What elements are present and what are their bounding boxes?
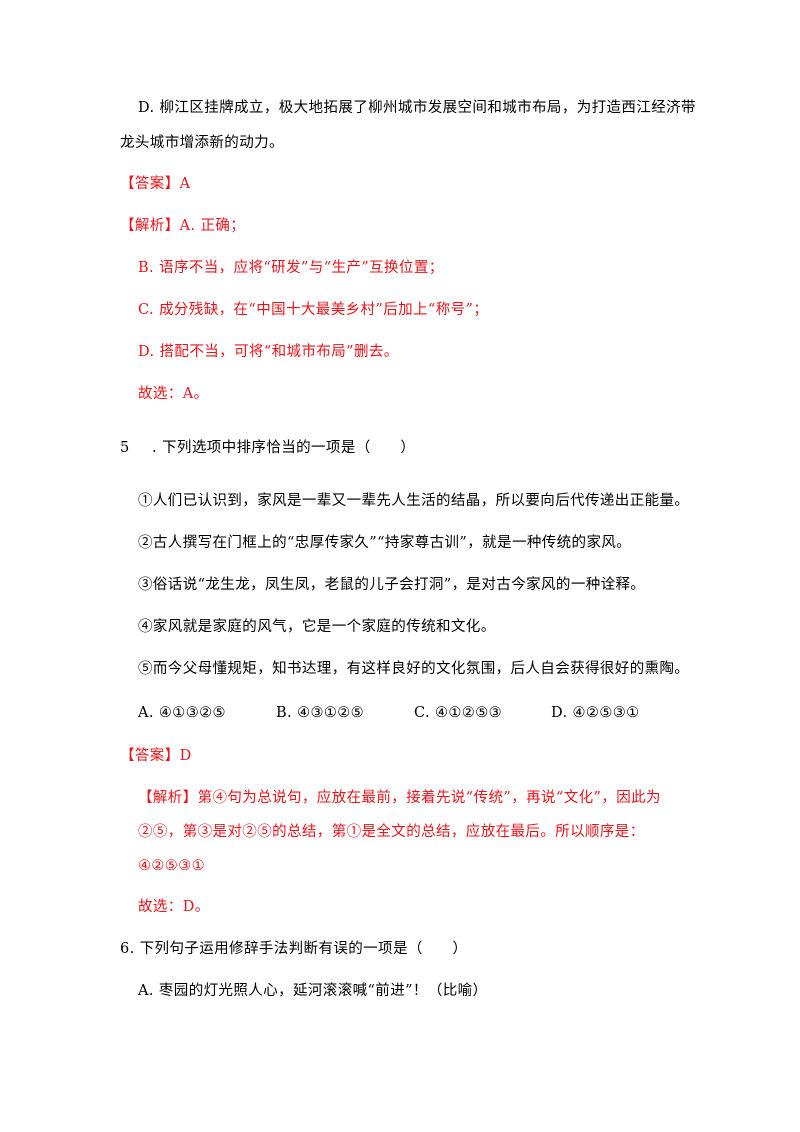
q5-analysis-line2: ②⑤，第③是对②⑤的总结，第①是全文的总结，应放在最后。所以顺序是：	[138, 824, 645, 840]
q5-sentence-2: ②古人撰写在门框上的“忠厚传家久”“持家尊古训”，就是一种传统的家风。	[138, 535, 632, 551]
q5-stem: . 下列选项中排序恰当的一项是（ ）	[152, 440, 416, 456]
q5-number: 5	[120, 440, 130, 456]
q4-analysis-d: D. 搭配不当，可将“和城市布局”删去。	[138, 344, 399, 360]
q5-option-a: A. ④①③②⑤	[138, 705, 226, 721]
q4-analysis-b: B. 语序不当，应将“研发”与“生产”互换位置；	[138, 260, 444, 276]
q4-option-d-line1: D. 柳江区挂牌成立，极大地拓展了柳州城市发展空间和城市布局，为打造西江经济带	[138, 100, 696, 116]
q5-option-c: C. ④①②⑤③	[414, 705, 502, 721]
q4-analysis-a: 【解析】A. 正确；	[120, 218, 246, 234]
q5-sentence-5: ⑤而今父母懂规矩，知书达理，有这样良好的文化氛围，后人自会获得很好的熏陶。	[138, 661, 690, 677]
q5-answer: 【答案】D	[120, 748, 192, 764]
q5-sentence-1: ①人们已认识到，家风是一辈又一辈先人生活的结晶，所以要向后代传递出正能量。	[138, 493, 690, 509]
q5-option-d: D. ④②⑤③①	[551, 705, 640, 721]
q4-option-d-line2: 龙头城市增添新的动力。	[120, 135, 284, 151]
q5-analysis-line3: ④②⑤③①	[138, 858, 205, 874]
q6-option-a: A. 枣园的灯光照人心，延河滚滚喊“前进”！（比喻）	[138, 983, 488, 999]
q5-sentence-3: ③俗话说“龙生龙，凤生凤，老鼠的儿子会打洞”，是对古今家风的一种诠释。	[138, 577, 646, 593]
q4-answer: 【答案】A	[120, 176, 191, 192]
q5-sentence-4: ④家风就是家庭的风气，它是一个家庭的传统和文化。	[138, 619, 496, 635]
q4-choice: 故选：A。	[138, 386, 209, 402]
q5-options-row: A. ④①③②⑤ B. ④③①②⑤ C. ④①②⑤③ D. ④②⑤③①	[0, 703, 800, 723]
q5-choice: 故选：D。	[138, 899, 210, 915]
q6-stem: 6. 下列句子运用修辞手法判断有误的一项是（ ）	[120, 941, 468, 957]
q5-analysis-line1: 【解析】第④句为总说句，应放在最前，接着先说“传统”，再说“文化”，因此为	[138, 790, 661, 806]
q4-analysis-c: C. 成分残缺，在“中国十大最美乡村”后加上“称号”；	[138, 302, 489, 318]
q5-option-b: B. ④③①②⑤	[276, 705, 365, 721]
